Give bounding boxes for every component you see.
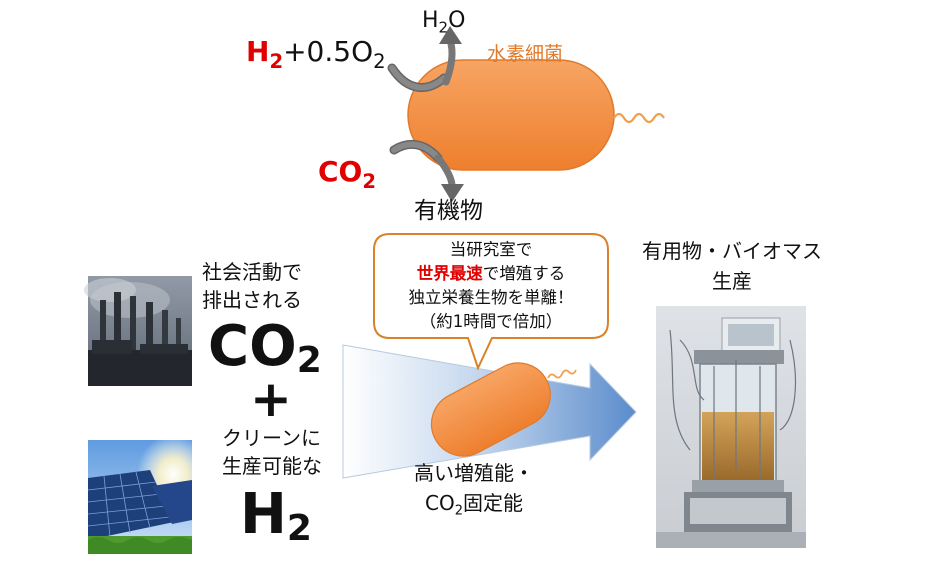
clean-line-2: 生産可能な [222,454,322,478]
co2-formula-top: CO2 [318,155,376,193]
ability-line-2: CO2固定能 [425,491,523,519]
bubble-line-2: 世界最速で増殖する [416,264,566,283]
ability-line-1: 高い増殖能・ [414,461,534,485]
hydrogen-bacteria-label: 水素細菌 [487,43,564,65]
emission-line-2: 排出される [202,288,302,312]
co2-big-label: CO2 [208,314,322,382]
bubble-line-1: 当研究室で [449,240,533,259]
emission-caption: 社会活動で 排出される [202,258,302,314]
clean-line-1: クリーンに [222,426,321,450]
h2-o2-formula: H2+0.5O2 [246,35,386,73]
organic-matter-label: 有機物 [414,198,483,224]
product-line-1: 有用物・バイオマス [642,239,822,263]
factory-photo [84,276,192,386]
bubble-text: 当研究室で 世界最速で増殖する 独立栄養生物を単離！ （約1時間で倍加） [374,238,608,334]
clean-caption: クリーンに 生産可能な [222,424,322,480]
bacterium-flagellum [613,112,665,124]
co2-uptake-arrow [389,139,443,163]
h2-uptake-arrow [387,63,449,92]
organic-release-arrow [434,154,464,202]
small-bacterium-flagellum [547,369,577,379]
bubble-line-3: 独立栄養生物を単離！ [408,288,574,307]
speech-bubble [373,233,609,371]
emission-line-1: 社会活動で [202,260,302,284]
ability-caption: 高い増殖能・ CO2固定能 [414,458,534,527]
bubble-line-4: （約1時間で倍加） [419,312,563,331]
small-bacterium [430,362,551,457]
water-formula: H2O [422,8,466,37]
solar-panel-photo [87,440,192,554]
water-release-arrow [439,26,462,86]
product-line-2: 生産 [712,269,752,293]
plus-sign: + [250,370,292,428]
hydrogen-bacterium [407,59,615,171]
product-caption: 有用物・バイオマス 生産 [620,236,844,296]
h2-big-label: H2 [240,482,312,550]
bioreactor-photo [656,306,806,548]
